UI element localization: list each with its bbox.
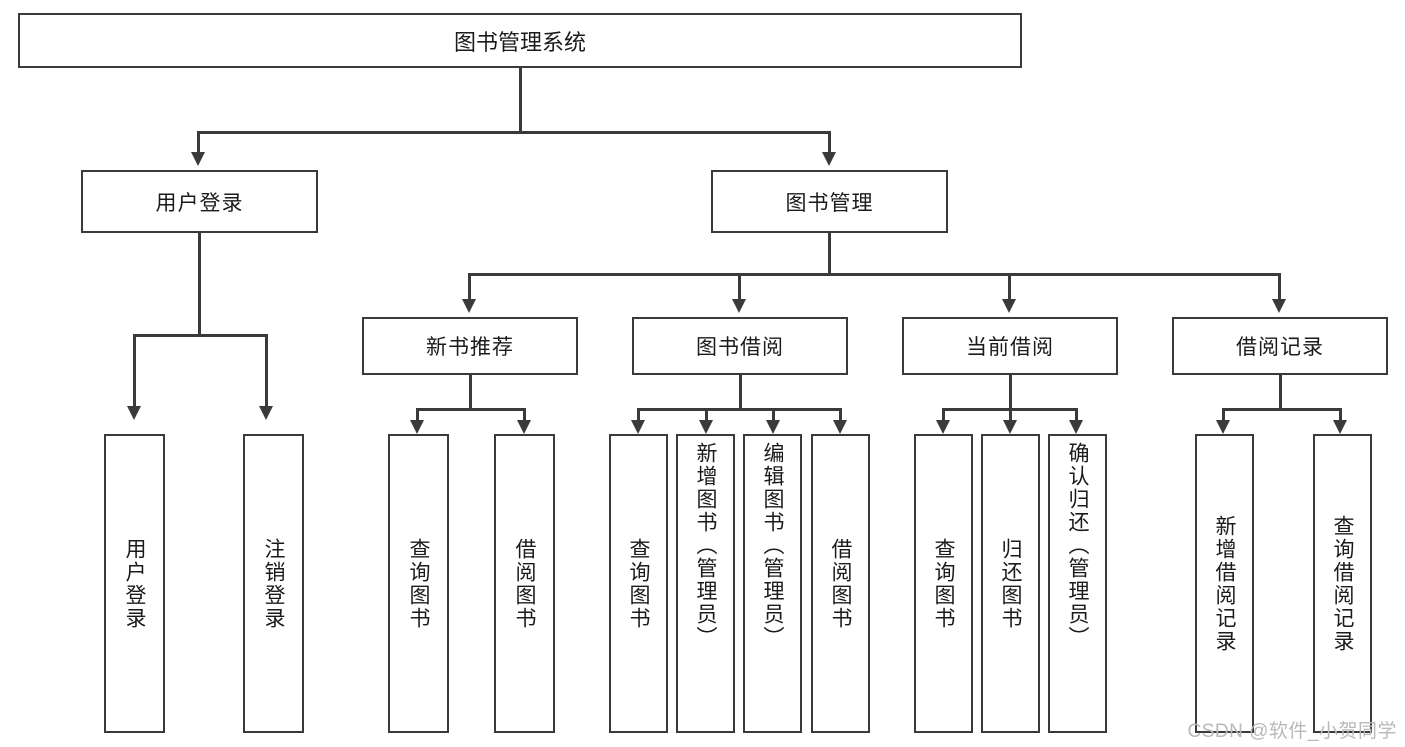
connector-root-bar xyxy=(197,131,831,134)
connector-user-login-bar xyxy=(133,334,268,337)
arrowhead-leaf-query-book-3 xyxy=(936,420,950,434)
node-root-system-label: 图书管理系统 xyxy=(453,29,586,55)
arrowhead-leaf-add-book xyxy=(699,420,713,434)
node-leaf-query-book-3-label: 查询图书 xyxy=(932,537,955,630)
arrowhead-root-to-user-login xyxy=(191,152,205,166)
connector-book-borrow-stem xyxy=(739,375,742,410)
node-leaf-add-book[interactable]: 新增图书（管理员） xyxy=(676,434,735,733)
node-book-manage[interactable]: 图书管理 xyxy=(711,170,948,233)
connector-user-login-stem xyxy=(198,233,201,336)
node-root-system[interactable]: 图书管理系统 xyxy=(18,13,1022,68)
arrowhead-leaf-borrow-book-1 xyxy=(517,420,531,434)
node-leaf-user-login-label: 用户登录 xyxy=(123,537,146,630)
connector-new-book-rec-drop-2 xyxy=(523,408,526,422)
connector-new-book-rec-drop-1 xyxy=(416,408,419,422)
connector-borrow-record-drop-1 xyxy=(1222,408,1225,422)
connector-current-borrow-drop-3 xyxy=(1075,408,1078,422)
node-leaf-return-book[interactable]: 归还图书 xyxy=(981,434,1040,733)
node-leaf-query-book-3[interactable]: 查询图书 xyxy=(914,434,973,733)
connector-new-book-rec-bar xyxy=(416,408,526,411)
node-book-borrow-label: 图书借阅 xyxy=(696,336,784,359)
node-leaf-query-book-2-label: 查询图书 xyxy=(627,537,650,630)
connector-new-book-rec-stem xyxy=(469,375,472,410)
node-leaf-borrow-book-1[interactable]: 借阅图书 xyxy=(494,434,555,733)
node-leaf-query-record[interactable]: 查询借阅记录 xyxy=(1313,434,1372,733)
arrowhead-leaf-query-book-1 xyxy=(410,420,424,434)
arrowhead-borrow-record xyxy=(1272,299,1286,313)
node-current-borrow[interactable]: 当前借阅 xyxy=(902,317,1118,375)
connector-user-login-drop-2 xyxy=(265,334,268,408)
arrowhead-leaf-query-book-2 xyxy=(631,420,645,434)
node-leaf-edit-book-label: 编辑图书（管理员） xyxy=(761,442,784,649)
node-leaf-add-record-label: 新增借阅记录 xyxy=(1213,514,1236,653)
connector-user-login-drop-1 xyxy=(133,334,136,408)
arrowhead-leaf-logout xyxy=(259,406,273,420)
node-borrow-record[interactable]: 借阅记录 xyxy=(1172,317,1388,375)
connector-borrow-record-stem xyxy=(1279,375,1282,410)
connector-current-borrow-drop-2 xyxy=(1009,408,1012,422)
arrowhead-current-borrow xyxy=(1002,299,1016,313)
node-new-book-rec[interactable]: 新书推荐 xyxy=(362,317,578,375)
node-leaf-add-book-label: 新增图书（管理员） xyxy=(694,442,717,649)
node-leaf-return-book-label: 归还图书 xyxy=(999,537,1022,630)
arrowhead-leaf-user-login xyxy=(127,406,141,420)
connector-current-borrow-drop-1 xyxy=(942,408,945,422)
node-new-book-rec-label: 新书推荐 xyxy=(426,336,514,359)
connector-book-borrow-bar xyxy=(637,408,841,411)
connector-to-new-book-rec xyxy=(468,273,471,301)
node-leaf-query-book-1[interactable]: 查询图书 xyxy=(388,434,449,733)
node-leaf-confirm-return-label: 确认归还（管理员） xyxy=(1066,442,1089,649)
connector-current-borrow-stem xyxy=(1009,375,1012,410)
connector-to-borrow-record xyxy=(1278,273,1281,301)
node-user-login-label: 用户登录 xyxy=(155,191,244,215)
node-leaf-borrow-book-2[interactable]: 借阅图书 xyxy=(811,434,870,733)
node-leaf-logout-label: 注销登录 xyxy=(262,537,285,630)
arrowhead-leaf-edit-book xyxy=(766,420,780,434)
watermark-text: CSDN @软件_小贺同学 xyxy=(1187,721,1397,742)
node-borrow-record-label: 借阅记录 xyxy=(1236,336,1324,359)
arrowhead-leaf-add-record xyxy=(1216,420,1230,434)
connector-borrow-record-drop-2 xyxy=(1339,408,1342,422)
node-leaf-add-record[interactable]: 新增借阅记录 xyxy=(1195,434,1254,733)
connector-to-current-borrow xyxy=(1008,273,1011,301)
node-user-login[interactable]: 用户登录 xyxy=(81,170,318,233)
node-leaf-user-login[interactable]: 用户登录 xyxy=(104,434,165,733)
node-leaf-borrow-book-1-label: 借阅图书 xyxy=(513,537,536,630)
connector-book-borrow-drop-1 xyxy=(637,408,640,422)
node-leaf-logout[interactable]: 注销登录 xyxy=(243,434,304,733)
node-leaf-borrow-book-2-label: 借阅图书 xyxy=(829,537,852,630)
connector-book-manage-bar xyxy=(468,273,1280,276)
connector-book-borrow-drop-3 xyxy=(772,408,775,422)
node-leaf-query-record-label: 查询借阅记录 xyxy=(1331,514,1354,653)
connector-to-book-borrow xyxy=(738,273,741,301)
arrowhead-leaf-query-record xyxy=(1333,420,1347,434)
arrowhead-leaf-borrow-book-2 xyxy=(833,420,847,434)
connector-root-to-book-manage xyxy=(828,131,831,154)
connector-book-manage-stem xyxy=(828,233,831,275)
arrowhead-leaf-confirm-return xyxy=(1069,420,1083,434)
connector-book-borrow-drop-2 xyxy=(705,408,708,422)
node-leaf-query-book-2[interactable]: 查询图书 xyxy=(609,434,668,733)
arrowhead-new-book-rec xyxy=(462,299,476,313)
connector-book-borrow-drop-4 xyxy=(839,408,842,422)
node-book-borrow[interactable]: 图书借阅 xyxy=(632,317,848,375)
node-book-manage-label: 图书管理 xyxy=(785,191,874,215)
connector-root-to-user-login xyxy=(197,131,200,154)
arrowhead-leaf-return-book xyxy=(1003,420,1017,434)
node-leaf-confirm-return[interactable]: 确认归还（管理员） xyxy=(1048,434,1107,733)
node-leaf-query-book-1-label: 查询图书 xyxy=(407,537,430,630)
node-leaf-edit-book[interactable]: 编辑图书（管理员） xyxy=(743,434,802,733)
arrowhead-book-borrow xyxy=(732,299,746,313)
node-current-borrow-label: 当前借阅 xyxy=(966,336,1054,359)
connector-borrow-record-bar xyxy=(1222,408,1342,411)
arrowhead-root-to-book-manage xyxy=(822,152,836,166)
connector-root-stem xyxy=(519,68,522,132)
